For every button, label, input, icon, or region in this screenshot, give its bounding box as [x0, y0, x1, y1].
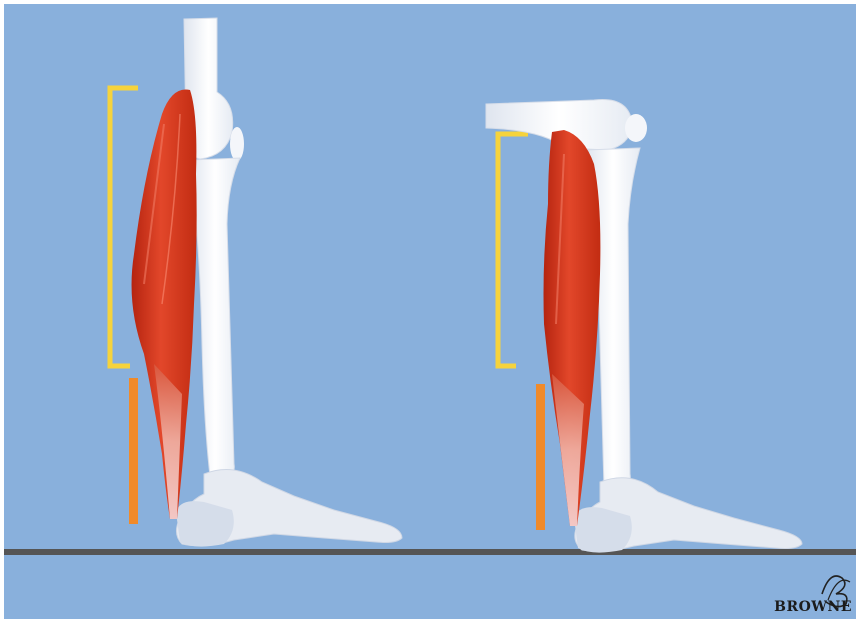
artist-watermark: BROWNE	[774, 599, 852, 615]
panel-knee-flexed	[486, 99, 802, 552]
muscle-length-bracket-right	[498, 134, 528, 366]
muscle-length-bracket-left	[110, 88, 138, 366]
gastrocnemius-muscle-icon	[544, 130, 601, 526]
gastrocnemius-muscle-icon	[132, 90, 197, 520]
ground-line	[4, 549, 860, 555]
tendon-length-bar-right	[536, 384, 545, 530]
leg-bones-icon	[176, 18, 402, 547]
leg-bones-icon	[486, 99, 802, 552]
leg-muscle-diagram	[4, 4, 860, 623]
panel-knee-extended	[110, 18, 402, 547]
tendon-length-bar-left	[129, 378, 138, 524]
